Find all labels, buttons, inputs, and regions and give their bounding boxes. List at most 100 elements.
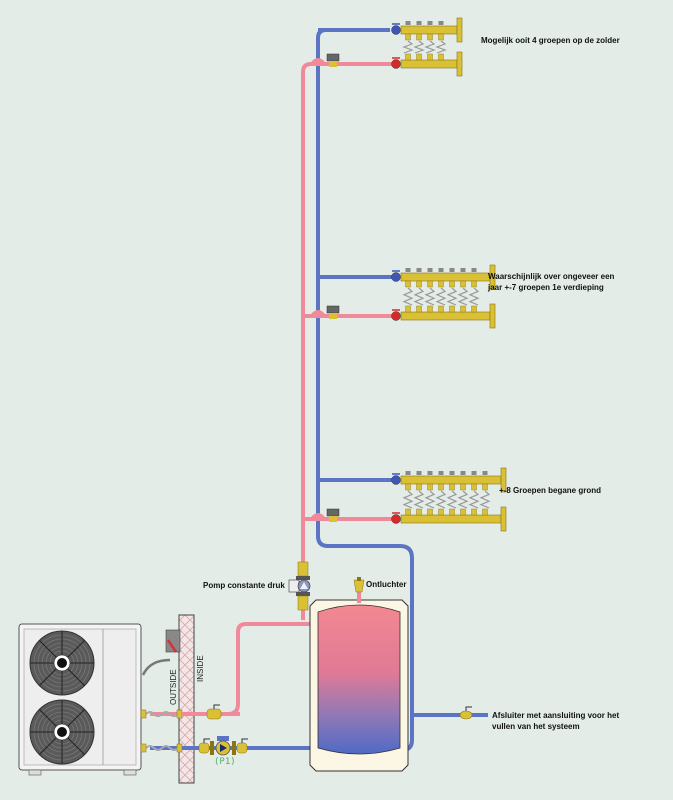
label-line: vullen van het systeem <box>492 722 580 731</box>
floor-heating-loop <box>413 40 425 54</box>
floor-heating-loop <box>479 490 491 509</box>
circulation-pump-p1-icon[interactable] <box>198 736 248 756</box>
manifold-attic <box>391 17 463 77</box>
floor-heating-loop <box>468 287 480 306</box>
manifold-end <box>500 506 507 532</box>
flow-meter-icon <box>326 53 340 67</box>
manifold-outlet <box>438 280 444 288</box>
manifold-ground-floor <box>391 467 507 532</box>
flow-indicator <box>405 471 411 475</box>
ball-valve-icon[interactable] <box>391 23 401 35</box>
label-line: jaar +-7 groepen 1e verdieping <box>488 283 604 292</box>
manifold-outlet <box>438 53 444 61</box>
flow-indicator <box>427 471 433 475</box>
supply-riser <box>301 62 392 620</box>
ball-valve-icon[interactable] <box>391 57 401 69</box>
floor-heating-loop <box>402 490 414 509</box>
label-fill-valve: Afsluiter met aansluiting voor het vulle… <box>492 710 619 732</box>
manifold-outlet <box>449 305 455 313</box>
manifold-outlet <box>449 508 455 516</box>
floor-heating-loop <box>446 287 458 306</box>
manifold-bar <box>400 25 458 35</box>
manifold-bar <box>400 311 491 321</box>
label-manifold-first-floor: Waarschijnlijk over ongeveer een jaar +-… <box>488 271 614 293</box>
manifold-outlet <box>427 280 433 288</box>
manifold-outlet <box>405 53 411 61</box>
flow-indicator <box>460 471 466 475</box>
fan-icon <box>29 699 95 765</box>
label-line: Waarschijnlijk over ongeveer een <box>488 272 615 281</box>
manifold-outlet <box>416 305 422 313</box>
manifold-end <box>489 303 496 329</box>
label-line: Afsluiter met aansluiting voor het <box>492 711 620 720</box>
flow-indicator <box>405 268 411 272</box>
manifold-outlet <box>427 508 433 516</box>
flow-indicator <box>471 268 477 272</box>
label-pump-p1: (P1) <box>214 757 236 767</box>
flow-meter-icon <box>326 305 340 319</box>
manifold-outlet <box>405 280 411 288</box>
manifold-outlet <box>460 508 466 516</box>
label-manifold-ground: +-8 Groepen begane grond <box>499 486 602 495</box>
circulation-pump-icon[interactable] <box>288 561 311 611</box>
return-riser <box>316 28 414 752</box>
manifold-first-floor <box>391 264 496 329</box>
manifold-outlet <box>471 508 477 516</box>
flow-indicator <box>460 268 466 272</box>
floor-heating-loop <box>424 287 436 306</box>
flow-meter-icon <box>326 508 340 522</box>
label-air-vent: Ontluchter <box>366 580 407 589</box>
manifold-bar <box>400 59 458 69</box>
label-manifold-attic: Mogelijk ooit 4 groepen op de zolder <box>481 36 620 45</box>
flex-hoses <box>145 711 179 751</box>
flow-indicator <box>438 21 444 25</box>
floor-heating-loop <box>446 490 458 509</box>
flow-indicator <box>471 471 477 475</box>
flow-indicator <box>427 21 433 25</box>
fill-valve-icon[interactable] <box>459 706 473 720</box>
manifold-outlet <box>471 280 477 288</box>
flow-indicator <box>449 471 455 475</box>
manifold-end <box>500 467 507 493</box>
ball-valve-icon[interactable] <box>206 704 222 720</box>
manifold-outlet <box>438 33 444 41</box>
ball-valve-icon[interactable] <box>391 309 401 321</box>
manifold-outlet <box>438 483 444 491</box>
ball-valve-icon[interactable] <box>391 270 401 282</box>
manifolds <box>391 17 507 532</box>
floor-heating-loop <box>435 287 447 306</box>
manifold-outlet <box>405 305 411 313</box>
manifold-bar <box>400 475 502 485</box>
manifold-outlet <box>405 483 411 491</box>
manifold-bar <box>400 272 491 282</box>
floor-heating-loop <box>468 490 480 509</box>
manifold-outlet <box>416 53 422 61</box>
manifold-outlet <box>471 483 477 491</box>
wall: OUTSIDE INSIDE <box>169 614 205 784</box>
manifold-outlet <box>438 508 444 516</box>
ball-valve-icon[interactable] <box>391 512 401 524</box>
manifold-outlet <box>405 33 411 41</box>
floor-heating-loop <box>457 490 469 509</box>
manifold-outlet <box>416 280 422 288</box>
flow-indicator <box>416 268 422 272</box>
manifold-outlet <box>482 483 488 491</box>
floor-heating-loop <box>435 40 447 54</box>
floor-heating-loop <box>402 287 414 306</box>
manifold-outlet <box>449 483 455 491</box>
manifold-end <box>489 264 496 290</box>
manifold-outlet <box>405 508 411 516</box>
flow-indicator <box>438 268 444 272</box>
manifold-outlet <box>416 483 422 491</box>
fan-icon <box>29 630 95 696</box>
manifold-outlet <box>460 280 466 288</box>
floor-heating-loop <box>435 490 447 509</box>
ball-valve-icon[interactable] <box>391 473 401 485</box>
air-vent-icon <box>353 577 365 603</box>
flow-indicator <box>449 268 455 272</box>
manifold-outlet <box>416 33 422 41</box>
buffer-tank-icon <box>309 599 409 772</box>
flow-indicator <box>416 471 422 475</box>
manifold-outlet <box>460 483 466 491</box>
